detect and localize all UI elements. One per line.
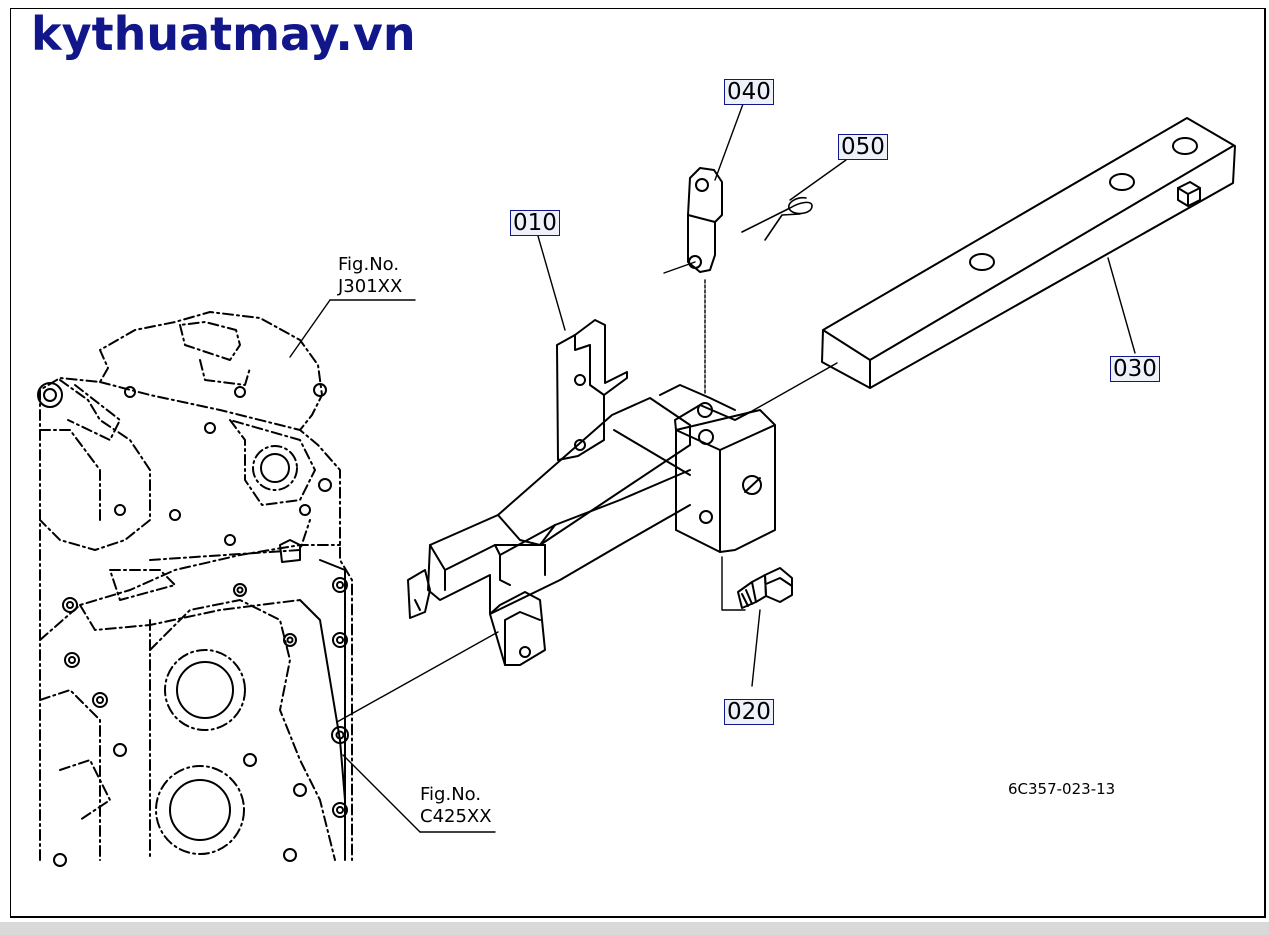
figure-ref-j301: Fig.No. J301XX <box>338 254 402 298</box>
callout-020: 020 <box>724 699 774 725</box>
figure-ref-label: Fig.No. <box>420 784 482 805</box>
figure-ref-c425: Fig.No. C425XX <box>420 784 492 828</box>
callout-030: 030 <box>1110 356 1160 382</box>
bottom-scroll-strip <box>0 922 1269 935</box>
figure-ref-label: Fig.No. <box>338 254 400 275</box>
part-030-bar <box>821 117 1236 389</box>
watermark-logo: kythuatmay.vn <box>31 7 416 61</box>
callout-050: 050 <box>838 134 888 160</box>
figure-ref-number: J301XX <box>338 276 403 297</box>
transmission-housing-illustration <box>37 311 353 867</box>
part-010-bracket <box>407 319 776 666</box>
part-020-bolt <box>737 567 793 609</box>
callout-040: 040 <box>724 79 774 105</box>
figure-ref-number: C425XX <box>420 806 492 827</box>
callout-010: 010 <box>510 210 560 236</box>
drawing-number: 6C357-023-13 <box>1008 780 1116 798</box>
drawing-frame <box>10 8 1266 918</box>
part-050-clip <box>741 196 813 241</box>
part-040-pin <box>687 167 723 273</box>
leader-lines <box>289 103 1136 833</box>
